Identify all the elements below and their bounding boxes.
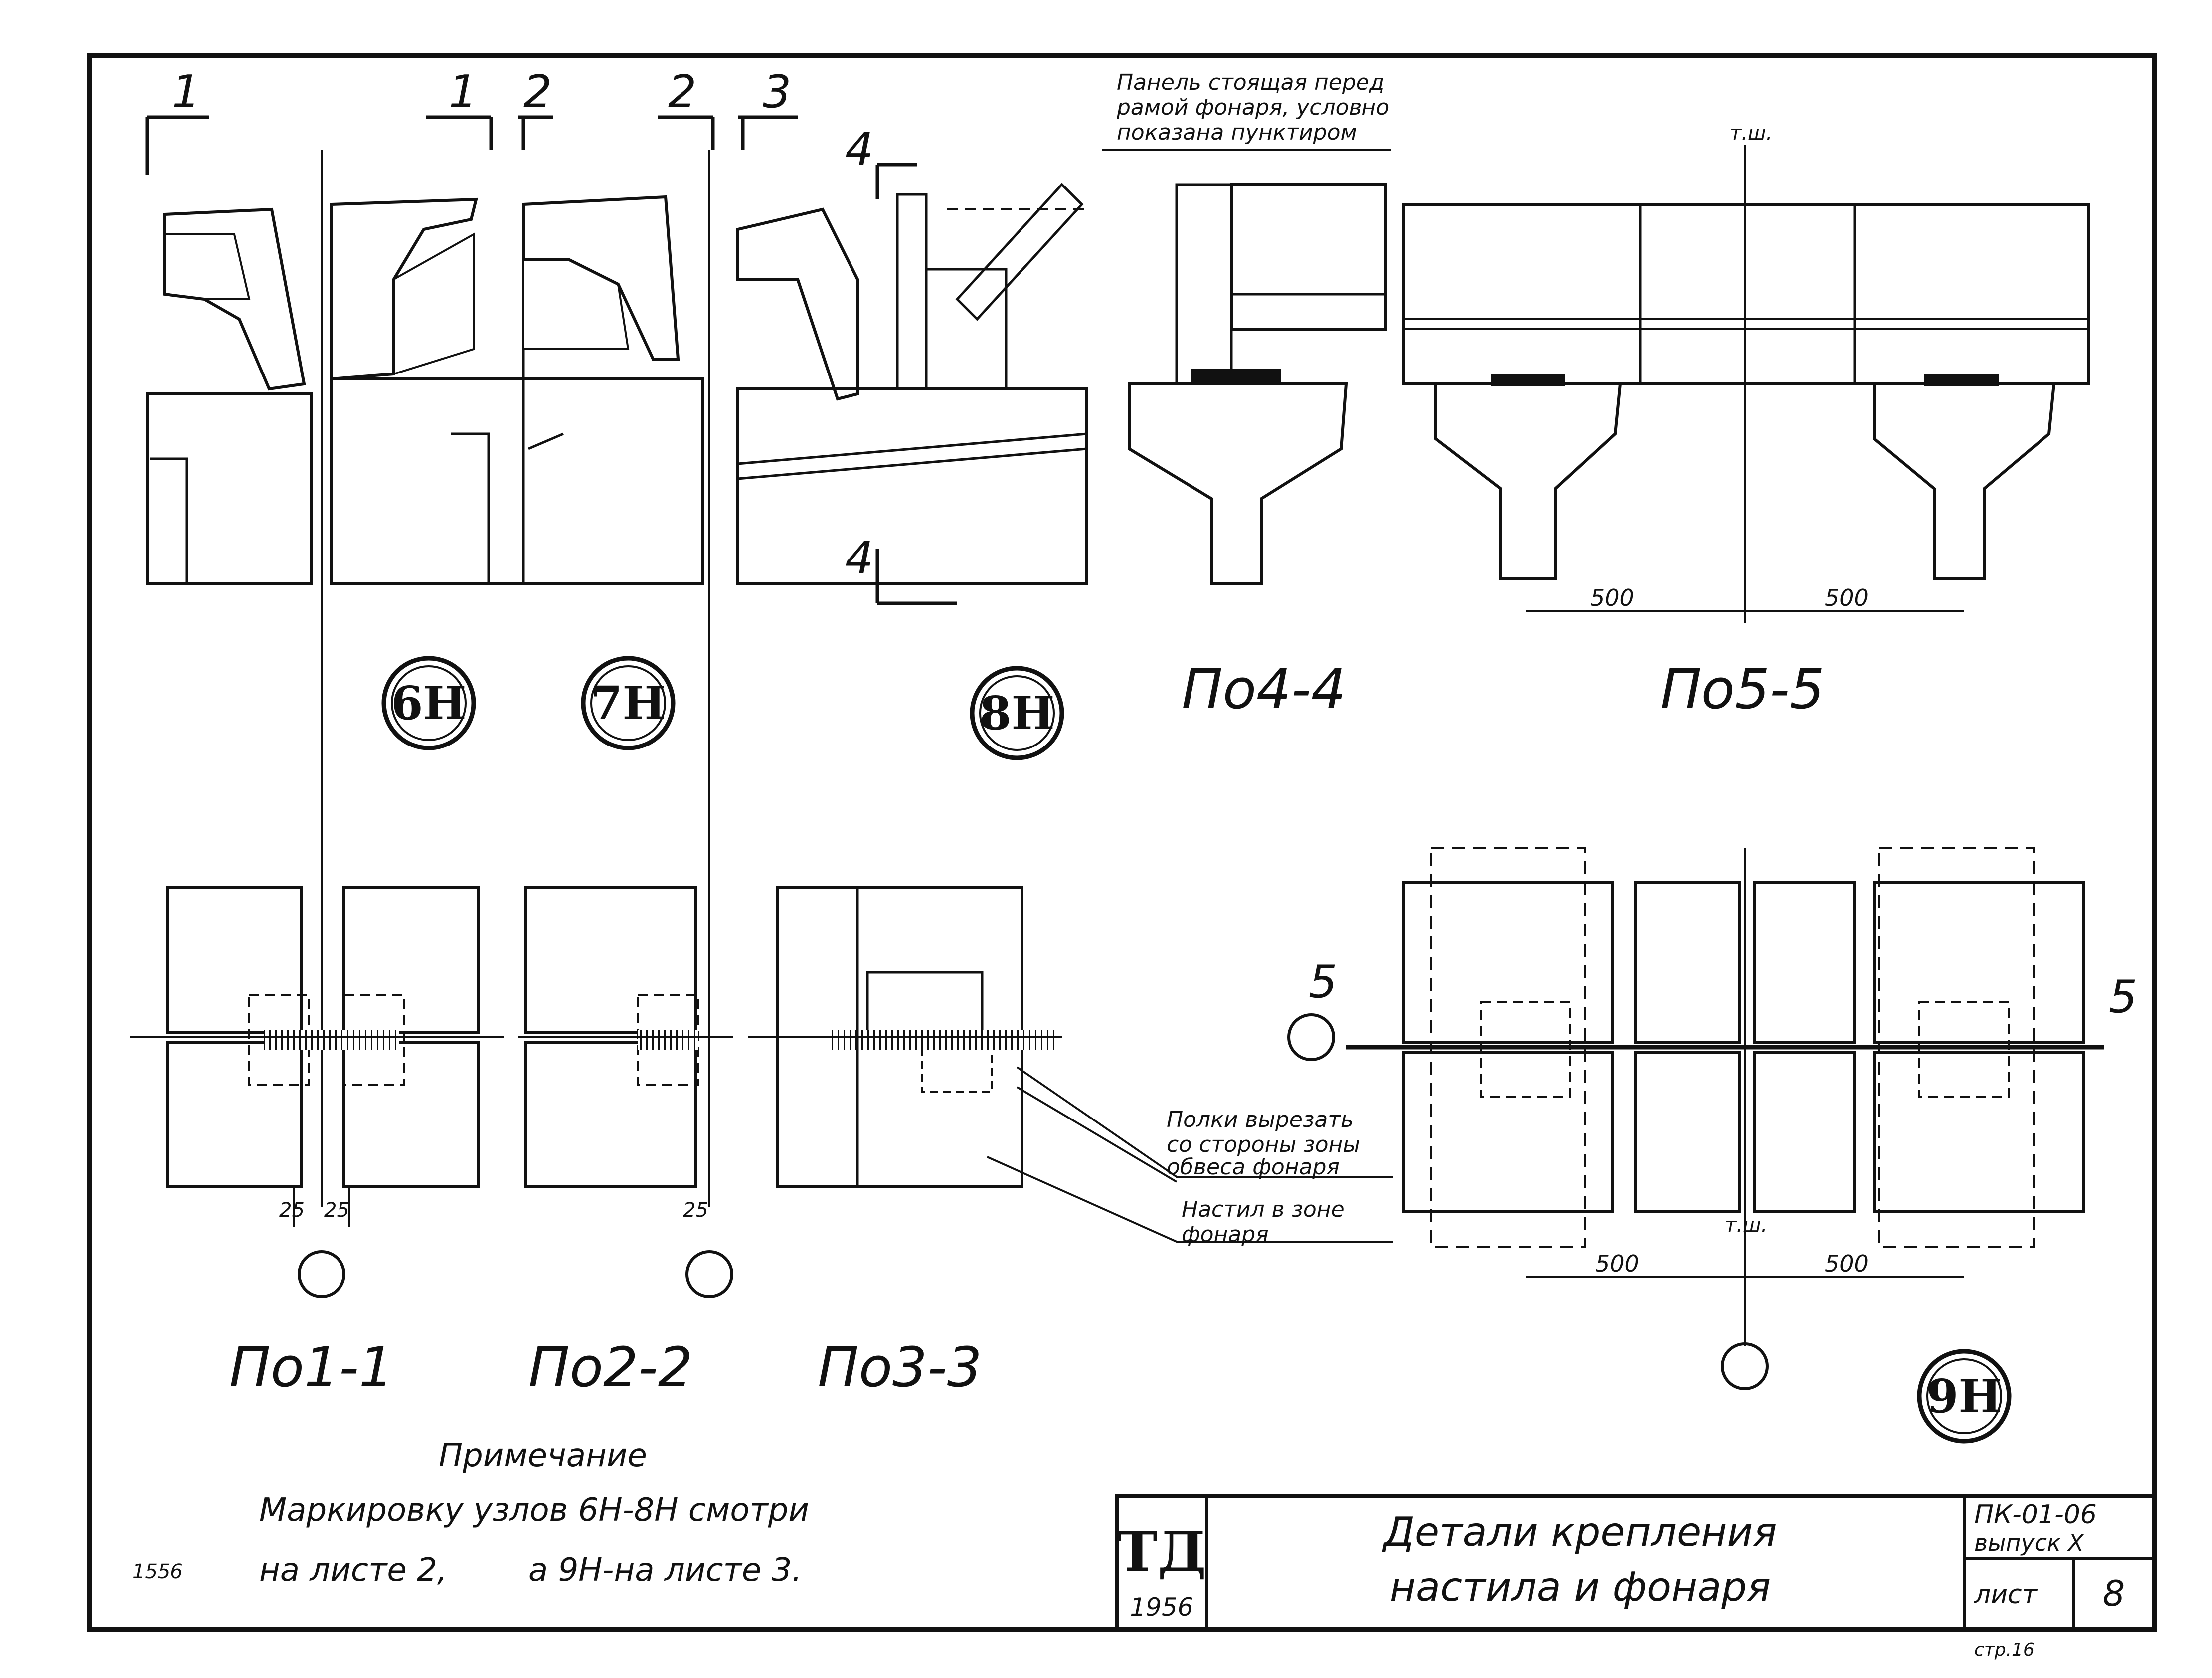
title-year: 1956: [1130, 1593, 1193, 1622]
caption-section-2-2: По2-2: [528, 1335, 693, 1399]
node-badge-6h: 6H: [381, 656, 476, 750]
svg-text:а 9Н-на листе 3.: а 9Н-на листе 3.: [528, 1552, 802, 1589]
callout-deck: Настил в зоне фонаря: [1182, 1197, 1345, 1247]
axis-circle-3: [1721, 1342, 1769, 1390]
cut-marks-top: [145, 115, 957, 605]
callout-panel: Панель стоящая перед рамой фонаря, услов…: [1116, 70, 1389, 145]
dim-500-bottom-left: 500: [1595, 1250, 1639, 1277]
cut-mark-1b: 1: [449, 66, 477, 118]
svg-text:8H: 8H: [980, 686, 1055, 740]
cut-mark-4-top: 4: [845, 123, 873, 176]
plan-1-1: [130, 886, 504, 1227]
svg-text:показана пунктиром: показана пунктиром: [1117, 120, 1357, 145]
svg-text:9H: 9H: [1927, 1369, 2002, 1423]
axis-circle-2: [685, 1250, 733, 1298]
caption-section-1-1: По1-1: [229, 1335, 394, 1399]
svg-text:на листе 2,: на листе 2,: [259, 1552, 447, 1589]
title-sheet-number: 8: [2103, 1573, 2125, 1614]
caption-section-4-4: По4-4: [1182, 657, 1346, 721]
section-5-5: [1402, 145, 2090, 623]
svg-text:обвеса фонаря: обвеса фонаря: [1167, 1154, 1340, 1180]
sheet-frame: [87, 53, 2157, 1632]
cut-mark-5-left: 5: [1309, 956, 1337, 1008]
svg-text:Полки вырезать: Полки вырезать: [1167, 1107, 1354, 1132]
title-line-1: Детали крепления: [1382, 1509, 1777, 1555]
page-stamp: стр.16: [1974, 1640, 2035, 1660]
general-note: Примечание Маркировку узлов 6Н-8Н смотри…: [259, 1437, 809, 1589]
svg-text:Настил в зоне: Настил в зоне: [1182, 1197, 1345, 1222]
plan-node-9h: [1346, 847, 2104, 1346]
title-sheet-label: лист: [1974, 1580, 2038, 1610]
svg-text:рамой фонаря, условно: рамой фонаря, условно: [1116, 95, 1389, 120]
section-node-6h-left: [146, 207, 313, 585]
section-node-6h-right: [330, 195, 704, 585]
callout-shelves: Полки вырезать со стороны зоны обвеса фо…: [1167, 1107, 1360, 1180]
svg-text:7H: 7H: [591, 676, 666, 730]
node-badge-7h: 7H: [581, 656, 676, 750]
axis-circle-1: [298, 1250, 345, 1298]
axis-circle-4: [1287, 1013, 1335, 1061]
dim-500-top-right: 500: [1825, 584, 1869, 611]
cut-mark-2a: 2: [523, 66, 552, 118]
svg-text:Примечание: Примечание: [439, 1437, 647, 1474]
cut-mark-2b: 2: [668, 66, 696, 118]
title-issue: выпуск Х: [1974, 1529, 2084, 1556]
caption-section-3-3: По3-3: [818, 1335, 982, 1399]
dim-25-a: 25: [279, 1199, 305, 1222]
title-block: ТД 1956 Детали крепления настила и фонар…: [1115, 1494, 2157, 1631]
plan-2-2: [518, 886, 733, 1188]
plan-3-3: [748, 886, 1062, 1188]
section-4-4: [1128, 183, 1387, 585]
node-badge-9h: 9H: [1917, 1349, 2012, 1444]
svg-text:Маркировку узлов 6Н-8Н смотри: Маркировку узлов 6Н-8Н смотри: [259, 1492, 809, 1529]
title-series: ПК-01-06: [1974, 1500, 2097, 1530]
dim-500-top-left: 500: [1590, 584, 1634, 611]
svg-text:со стороны зоны: со стороны зоны: [1167, 1132, 1360, 1157]
margin-number: 1556: [132, 1560, 183, 1583]
cut-mark-5-right: 5: [2109, 971, 2137, 1023]
cut-mark-1a: 1: [172, 66, 200, 118]
axis-mark-top: т.ш.: [1730, 122, 1772, 145]
svg-text:Панель стоящая перед: Панель стоящая перед: [1117, 70, 1384, 95]
cut-mark-3: 3: [763, 66, 791, 118]
dim-500-bottom-right: 500: [1825, 1250, 1869, 1277]
title-line-2: настила и фонаря: [1390, 1564, 1771, 1610]
leader-lines: [987, 149, 1393, 1243]
section-node-8h: [736, 183, 1088, 585]
axis-mark-bottom: т.ш.: [1725, 1214, 1767, 1237]
node-badge-8h: 8H: [970, 666, 1064, 760]
caption-section-5-5: По5-5: [1660, 657, 1825, 721]
svg-text:фонаря: фонаря: [1182, 1222, 1269, 1247]
dim-25-b: 25: [324, 1199, 349, 1222]
title-org: ТД: [1117, 1519, 1206, 1584]
svg-text:6H: 6H: [391, 676, 467, 730]
dim-25-c: 25: [683, 1199, 708, 1222]
cut-mark-4-bottom: 4: [845, 532, 873, 584]
